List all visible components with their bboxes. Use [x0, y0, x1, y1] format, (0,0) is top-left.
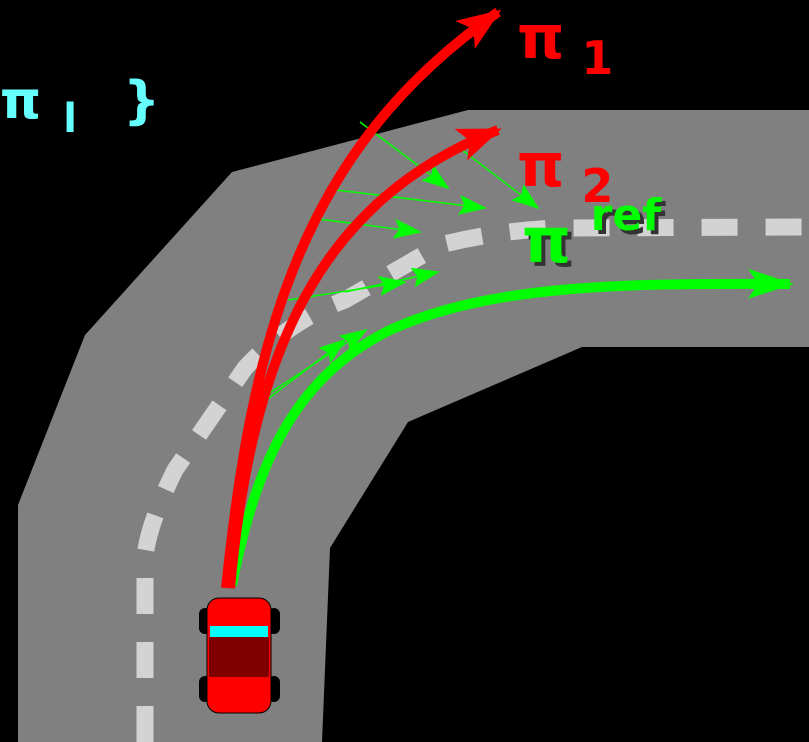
reference-policy-superscript: ref	[591, 190, 663, 241]
policy-set-label: π l }	[0, 71, 160, 145]
reference-policy-symbol: π	[522, 204, 571, 277]
policy-1-label: π 1	[517, 3, 613, 85]
policy-set-brace: }	[123, 71, 160, 131]
car-icon	[199, 597, 280, 714]
policy-set-symbol: π	[0, 71, 41, 131]
policy-2-symbol: π	[517, 131, 564, 201]
reference-policy-label: π ref	[522, 190, 662, 277]
policy-2-subscript: 2	[581, 159, 613, 213]
reference-policy-label-shadow: π ref	[526, 194, 666, 281]
policy-set-subscript: l	[63, 96, 77, 142]
reference-trajectory	[227, 268, 794, 586]
policy-2-trajectory	[225, 125, 502, 589]
lane-marking	[136, 218, 809, 742]
policy-1-symbol: π	[517, 3, 564, 73]
policy-2-label: π 2	[517, 131, 613, 213]
road	[18, 110, 809, 742]
policy-1-subscript: 1	[581, 31, 613, 85]
